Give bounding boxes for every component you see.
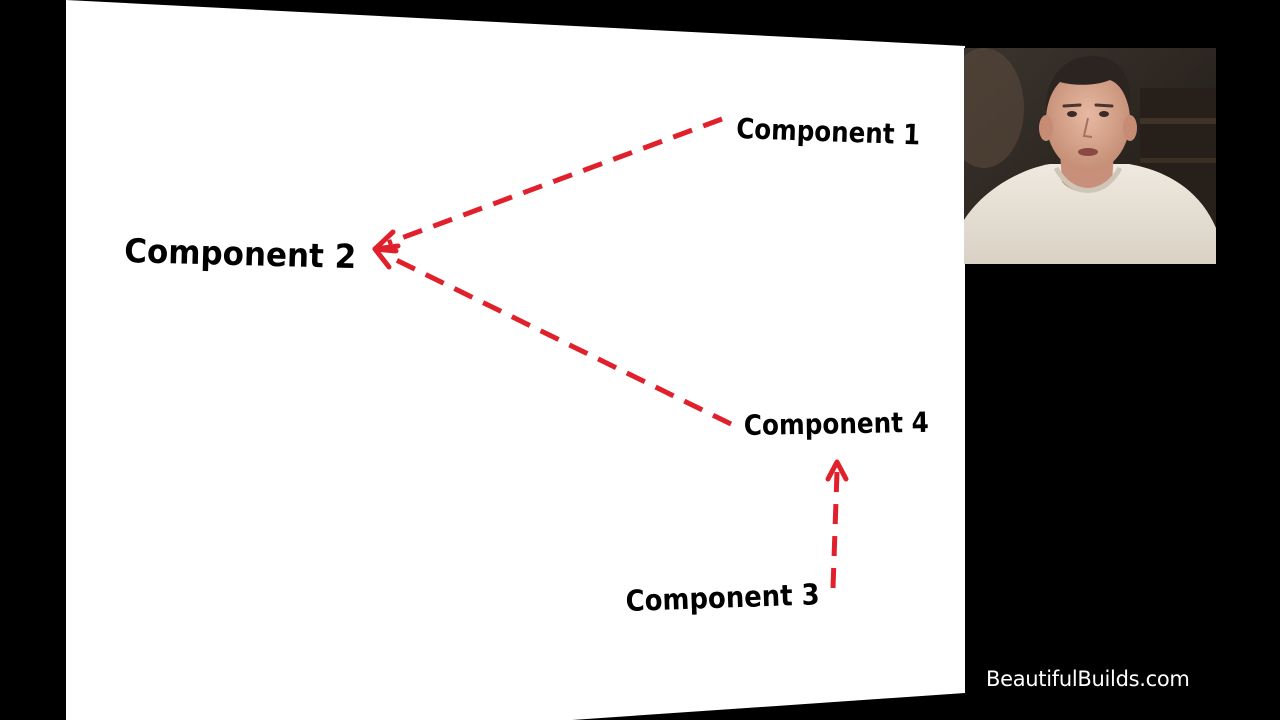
edge-component3-to-component4 [830, 471, 840, 589]
presenter-video-image [964, 48, 1216, 264]
node-component-3: Component 3 [625, 577, 820, 618]
site-watermark: BeautifulBuilds.com [986, 667, 1190, 691]
node-component-4: Component 4 [744, 406, 930, 442]
edge-component1-to-component2 [387, 116, 723, 246]
diagram-nodes: Component 1 Component 2 Component 4 Comp… [124, 112, 929, 618]
node-component-1: Component 1 [736, 112, 921, 151]
arrowhead-component4 [825, 459, 849, 482]
presenter-webcam [964, 48, 1216, 264]
diagram-edges [372, 116, 849, 589]
slide-background [66, 0, 965, 720]
arrowhead-component2-bottom [372, 246, 399, 270]
node-component-2: Component 2 [124, 231, 357, 276]
